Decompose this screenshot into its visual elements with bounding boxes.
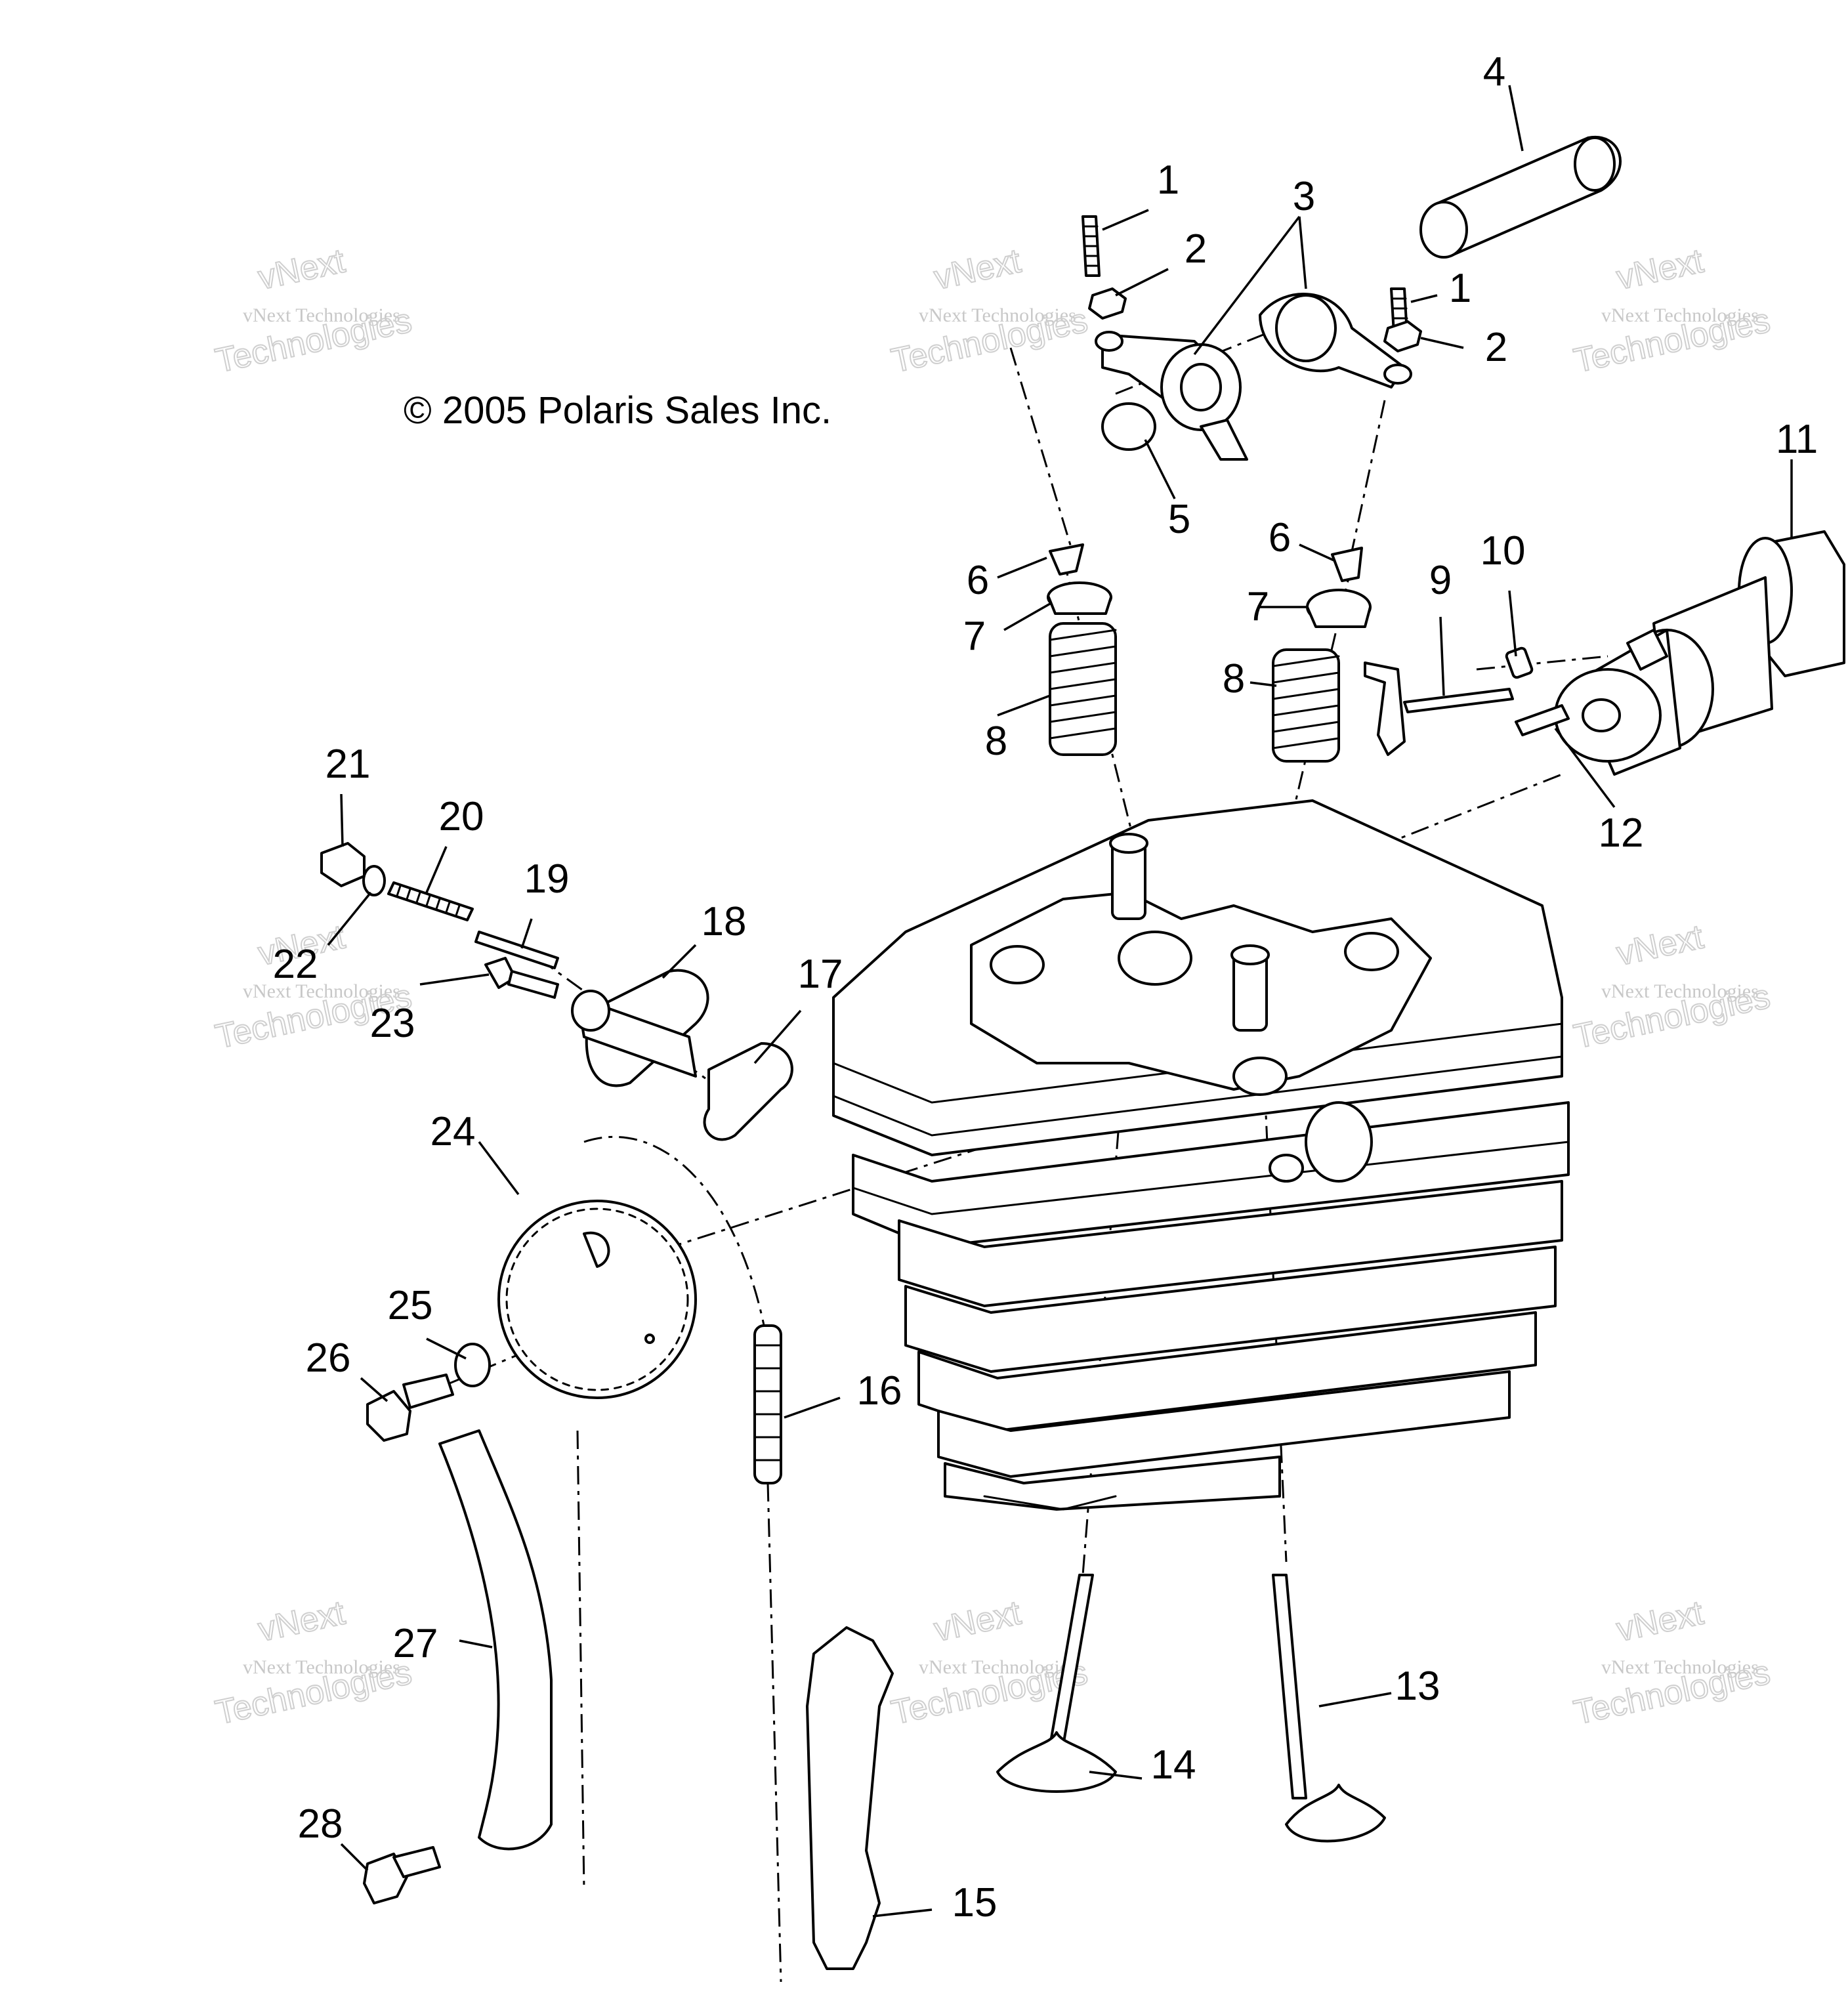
cylinder-head — [832, 799, 1570, 1511]
callout-2: 2 — [1485, 325, 1507, 370]
callout-12: 12 — [1599, 810, 1644, 856]
part-tensioner-body — [571, 969, 709, 1087]
callout-27: 27 — [393, 1621, 438, 1666]
copyright-notice: © 2005 Polaris Sales Inc. — [404, 389, 831, 432]
part-valves — [996, 1574, 1386, 1843]
callout-8: 8 — [985, 719, 1007, 764]
watermark-2: vNext vNext Technologies Technologies — [887, 242, 1091, 381]
callout-18: 18 — [702, 899, 747, 944]
callout-23: 23 — [370, 1001, 415, 1046]
callout-22: 22 — [273, 942, 318, 987]
callout-24: 24 — [430, 1109, 476, 1154]
part-tensioner-cap — [320, 842, 366, 887]
callout-9: 9 — [1429, 558, 1452, 603]
watermark-line: vNext Technologies — [919, 304, 1076, 326]
callout-1: 1 — [1157, 158, 1179, 203]
callout-26: 26 — [306, 1335, 351, 1381]
callout-7: 7 — [1247, 584, 1269, 629]
callout-5: 5 — [1168, 497, 1190, 542]
callout-21: 21 — [326, 742, 371, 787]
part-camshaft — [1554, 530, 1845, 776]
watermark-line: vNext Technologies — [243, 980, 400, 1002]
callout-1: 1 — [1449, 266, 1471, 311]
part-rocker-shaft — [1419, 135, 1622, 259]
part-decompressor-pin — [1515, 704, 1570, 736]
part-cam-sprocket — [497, 1200, 697, 1399]
callout-16: 16 — [857, 1368, 902, 1414]
part-o-ring — [362, 865, 386, 896]
watermark-7: vNext vNext Technologies Technologies — [211, 1593, 415, 1733]
callout-8: 8 — [1223, 656, 1245, 702]
part-valve-keepers — [1049, 543, 1363, 582]
callout-2: 2 — [1185, 226, 1207, 272]
watermark-brand: vNext — [255, 242, 348, 297]
callout-25: 25 — [388, 1283, 433, 1328]
part-cam-chain — [753, 1324, 782, 1484]
watermark-brand: vNext — [931, 242, 1024, 297]
callout-20: 20 — [439, 794, 484, 839]
watermark-line: vNext Technologies — [919, 1656, 1076, 1678]
callout-10: 10 — [1480, 528, 1526, 574]
part-decompressor-spring — [1505, 646, 1534, 679]
watermark-brand: vNext — [1613, 242, 1707, 297]
callout-13: 13 — [1395, 1664, 1440, 1709]
watermark-brand: vNext — [1613, 918, 1707, 973]
callout-7: 7 — [963, 614, 986, 659]
callout-17: 17 — [798, 952, 843, 997]
callout-11: 11 — [1776, 417, 1818, 462]
valve-guides — [1109, 833, 1270, 1032]
part-rocker-arms — [1095, 293, 1412, 461]
callout-3: 3 — [1293, 174, 1315, 219]
callout-6: 6 — [1269, 515, 1291, 560]
part-chain-guide — [806, 1626, 894, 1970]
callout-leaders — [327, 85, 1793, 1918]
watermark-line: vNext Technologies — [1601, 980, 1759, 1002]
part-tensioner-gasket — [703, 1042, 793, 1141]
part-tensioner-blade — [438, 1429, 553, 1851]
part-valve-springs — [1049, 622, 1340, 763]
callout-14: 14 — [1151, 1742, 1196, 1788]
watermark-line: vNext Technologies — [243, 304, 400, 326]
watermark-1: vNext vNext Technologies Technologies — [211, 242, 415, 381]
part-decompressor-lever — [1364, 662, 1514, 756]
part-tensioner-spring — [387, 881, 474, 921]
watermark-brand: vNext — [931, 1594, 1024, 1649]
watermark-brand: vNext — [255, 1594, 348, 1649]
watermark-brand: vNext — [1613, 1594, 1707, 1649]
part-spring-retainers — [1047, 581, 1372, 628]
watermark-9: vNext vNext Technologies Technologies — [1570, 1593, 1774, 1733]
part-sprocket-washer — [454, 1343, 491, 1387]
watermark-line: vNext Technologies — [243, 1656, 400, 1678]
part-adjust-screws — [1082, 215, 1409, 346]
callout-19: 19 — [524, 856, 570, 902]
watermark-line: vNext Technologies — [1601, 1656, 1759, 1678]
part-tensioner-rod — [474, 931, 559, 969]
callout-labels: 1 1 2 2 3 4 5 6 6 7 7 8 8 9 10 11 12 13 … — [273, 49, 1818, 1925]
watermark-line: vNext Technologies — [1601, 304, 1759, 326]
part-sprocket-bolt — [366, 1374, 454, 1442]
callout-15: 15 — [952, 1880, 998, 1925]
callout-28: 28 — [298, 1801, 343, 1847]
part-washer-5 — [1101, 402, 1156, 451]
watermark-6: vNext vNext Technologies Technologies — [1570, 917, 1774, 1057]
callout-4: 4 — [1483, 49, 1505, 94]
part-tensioner-bolt — [484, 957, 559, 999]
watermark-3: vNext vNext Technologies Technologies — [1570, 242, 1774, 381]
part-pivot-bolt — [363, 1846, 441, 1904]
callout-6: 6 — [967, 558, 989, 603]
